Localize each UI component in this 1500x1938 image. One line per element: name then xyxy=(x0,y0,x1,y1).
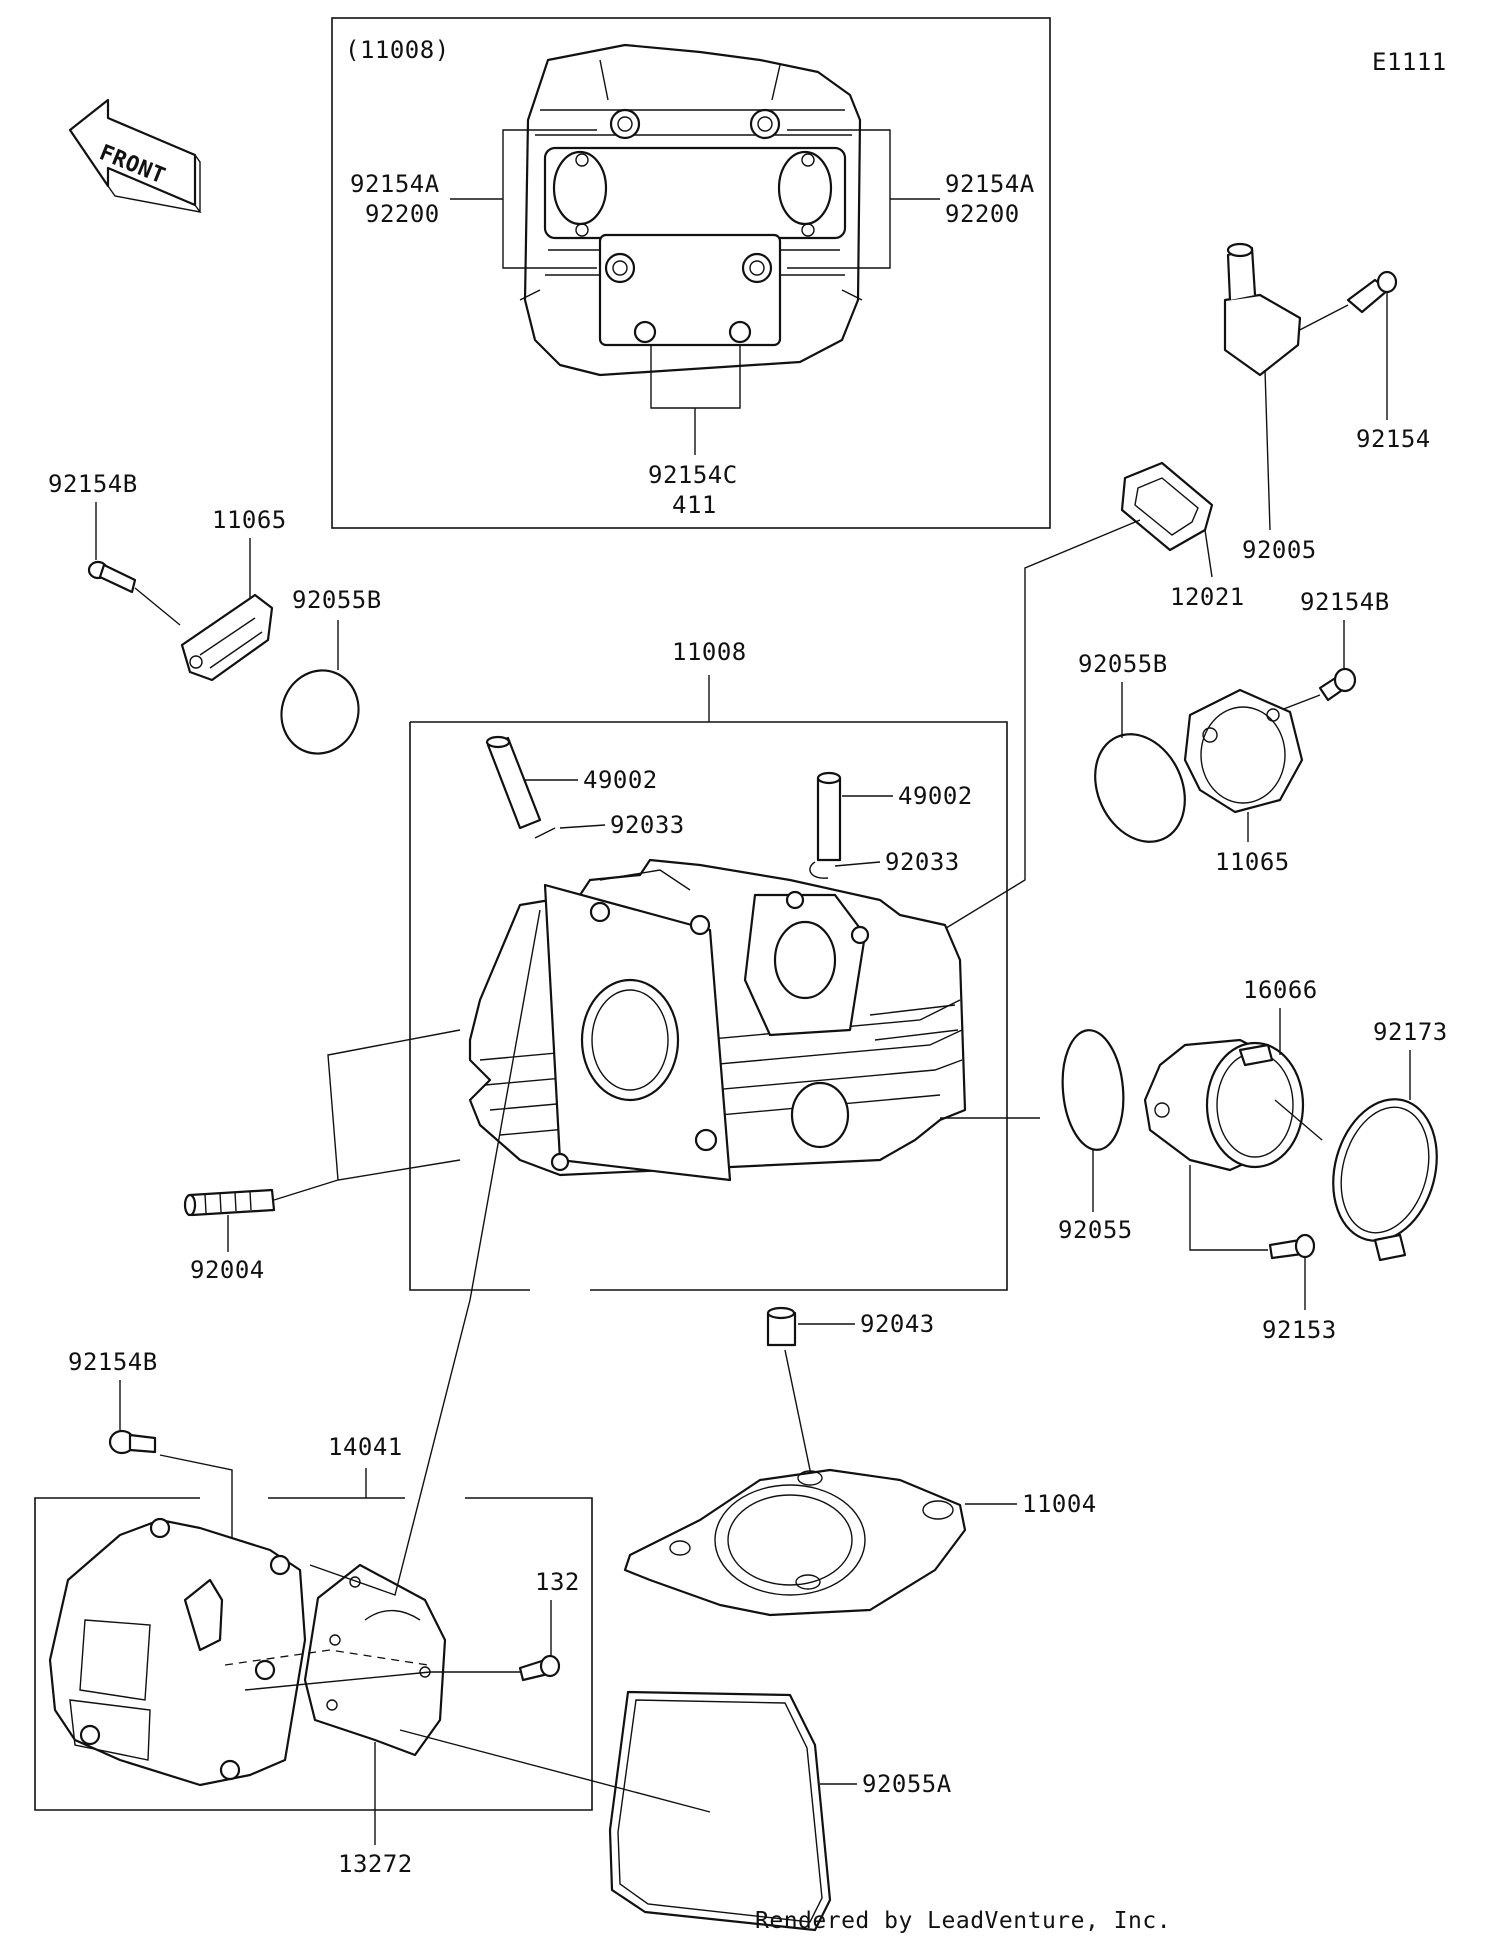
label-411: 411 xyxy=(672,491,717,519)
cylinder-gasket-11004-icon xyxy=(623,1468,967,1617)
valve-guide-49002-a-icon xyxy=(485,735,542,830)
clamp-92173-icon xyxy=(1332,1098,1438,1262)
label-92033-a: 92033 xyxy=(610,811,685,839)
thermostat-cover-11065-right-icon xyxy=(1183,688,1304,814)
o-ring-92055-icon xyxy=(1061,1029,1125,1151)
label-12021: 12021 xyxy=(1170,583,1245,611)
label-92043: 92043 xyxy=(860,1310,935,1338)
front-arrow-icon: FRONT xyxy=(68,98,202,214)
label-49002-a: 49002 xyxy=(583,766,658,794)
bolt-92154B-topleft-icon xyxy=(87,560,137,594)
circlip-92033-a-icon xyxy=(534,827,556,839)
label-11004: 11004 xyxy=(1022,1490,1097,1518)
label-11065-left: 11065 xyxy=(212,506,287,534)
label-92200-left: 92200 xyxy=(365,200,440,228)
label-11065-right: 11065 xyxy=(1215,848,1290,876)
label-92154B-topleft: 92154B xyxy=(48,470,138,498)
label-92033-b: 92033 xyxy=(885,848,960,876)
label-92055B-left: 92055B xyxy=(292,586,382,614)
bolt-92154-icon xyxy=(1346,270,1398,314)
o-ring-92055B-right-icon xyxy=(1094,733,1186,843)
water-fitting-92005-icon xyxy=(1223,242,1302,377)
label-92154C: 92154C xyxy=(648,461,738,489)
dowel-pin-92043-icon xyxy=(766,1306,797,1347)
label-92154A-right: 92154A xyxy=(945,170,1035,198)
label-92055: 92055 xyxy=(1058,1216,1133,1244)
thermostat-cover-11065-left-icon xyxy=(180,593,274,682)
screw-92153-icon xyxy=(1268,1233,1316,1260)
inset-bracket-bottom xyxy=(650,345,741,455)
head-cover-frame xyxy=(34,1497,593,1811)
label-92004: 92004 xyxy=(190,1256,265,1284)
intake-holder-16066-icon xyxy=(1143,1038,1305,1172)
o-ring-92055B-left-icon xyxy=(280,669,360,755)
label-13272: 13272 xyxy=(338,1850,413,1878)
bolt-92154B-bottom-icon xyxy=(108,1429,157,1455)
label-92153: 92153 xyxy=(1262,1316,1337,1344)
label-92055A: 92055A xyxy=(862,1770,952,1798)
valve-guide-49002-b-icon xyxy=(816,771,842,862)
inset-title: (11008) xyxy=(345,36,450,64)
cylinder-head-cover-14041-icon xyxy=(48,1517,307,1787)
label-11008: 11008 xyxy=(672,638,747,666)
label-49002-b: 49002 xyxy=(898,782,973,810)
gasket-12021-icon xyxy=(1120,461,1214,552)
label-16066: 16066 xyxy=(1243,976,1318,1004)
inset-cylinder-head-top-view xyxy=(519,43,863,377)
footer-credit: Rendered by LeadVenture, Inc. xyxy=(755,1908,1171,1934)
cylinder-head-11008-icon xyxy=(468,858,967,1182)
label-92154B-right: 92154B xyxy=(1300,588,1390,616)
circlip-92033-b-icon xyxy=(809,861,829,879)
label-92055B-right: 92055B xyxy=(1078,650,1168,678)
head-cover-gasket-92055A-icon xyxy=(608,1690,832,1932)
bolt-132-icon xyxy=(518,1654,561,1682)
label-92200-right: 92200 xyxy=(945,200,1020,228)
label-92173: 92173 xyxy=(1373,1018,1448,1046)
stud-92004-icon xyxy=(183,1188,276,1217)
label-92154B-bottom: 92154B xyxy=(68,1348,158,1376)
label-92154-right: 92154 xyxy=(1356,425,1431,453)
head-cover-plate-13272-icon xyxy=(303,1563,447,1757)
label-92154A-left: 92154A xyxy=(350,170,440,198)
label-14041: 14041 xyxy=(328,1433,403,1461)
label-132: 132 xyxy=(535,1568,580,1596)
diagram-code: E1111 xyxy=(1372,48,1447,76)
bolt-92154B-right-icon xyxy=(1318,667,1357,702)
label-92005: 92005 xyxy=(1242,536,1317,564)
inset-frame xyxy=(331,17,1051,529)
